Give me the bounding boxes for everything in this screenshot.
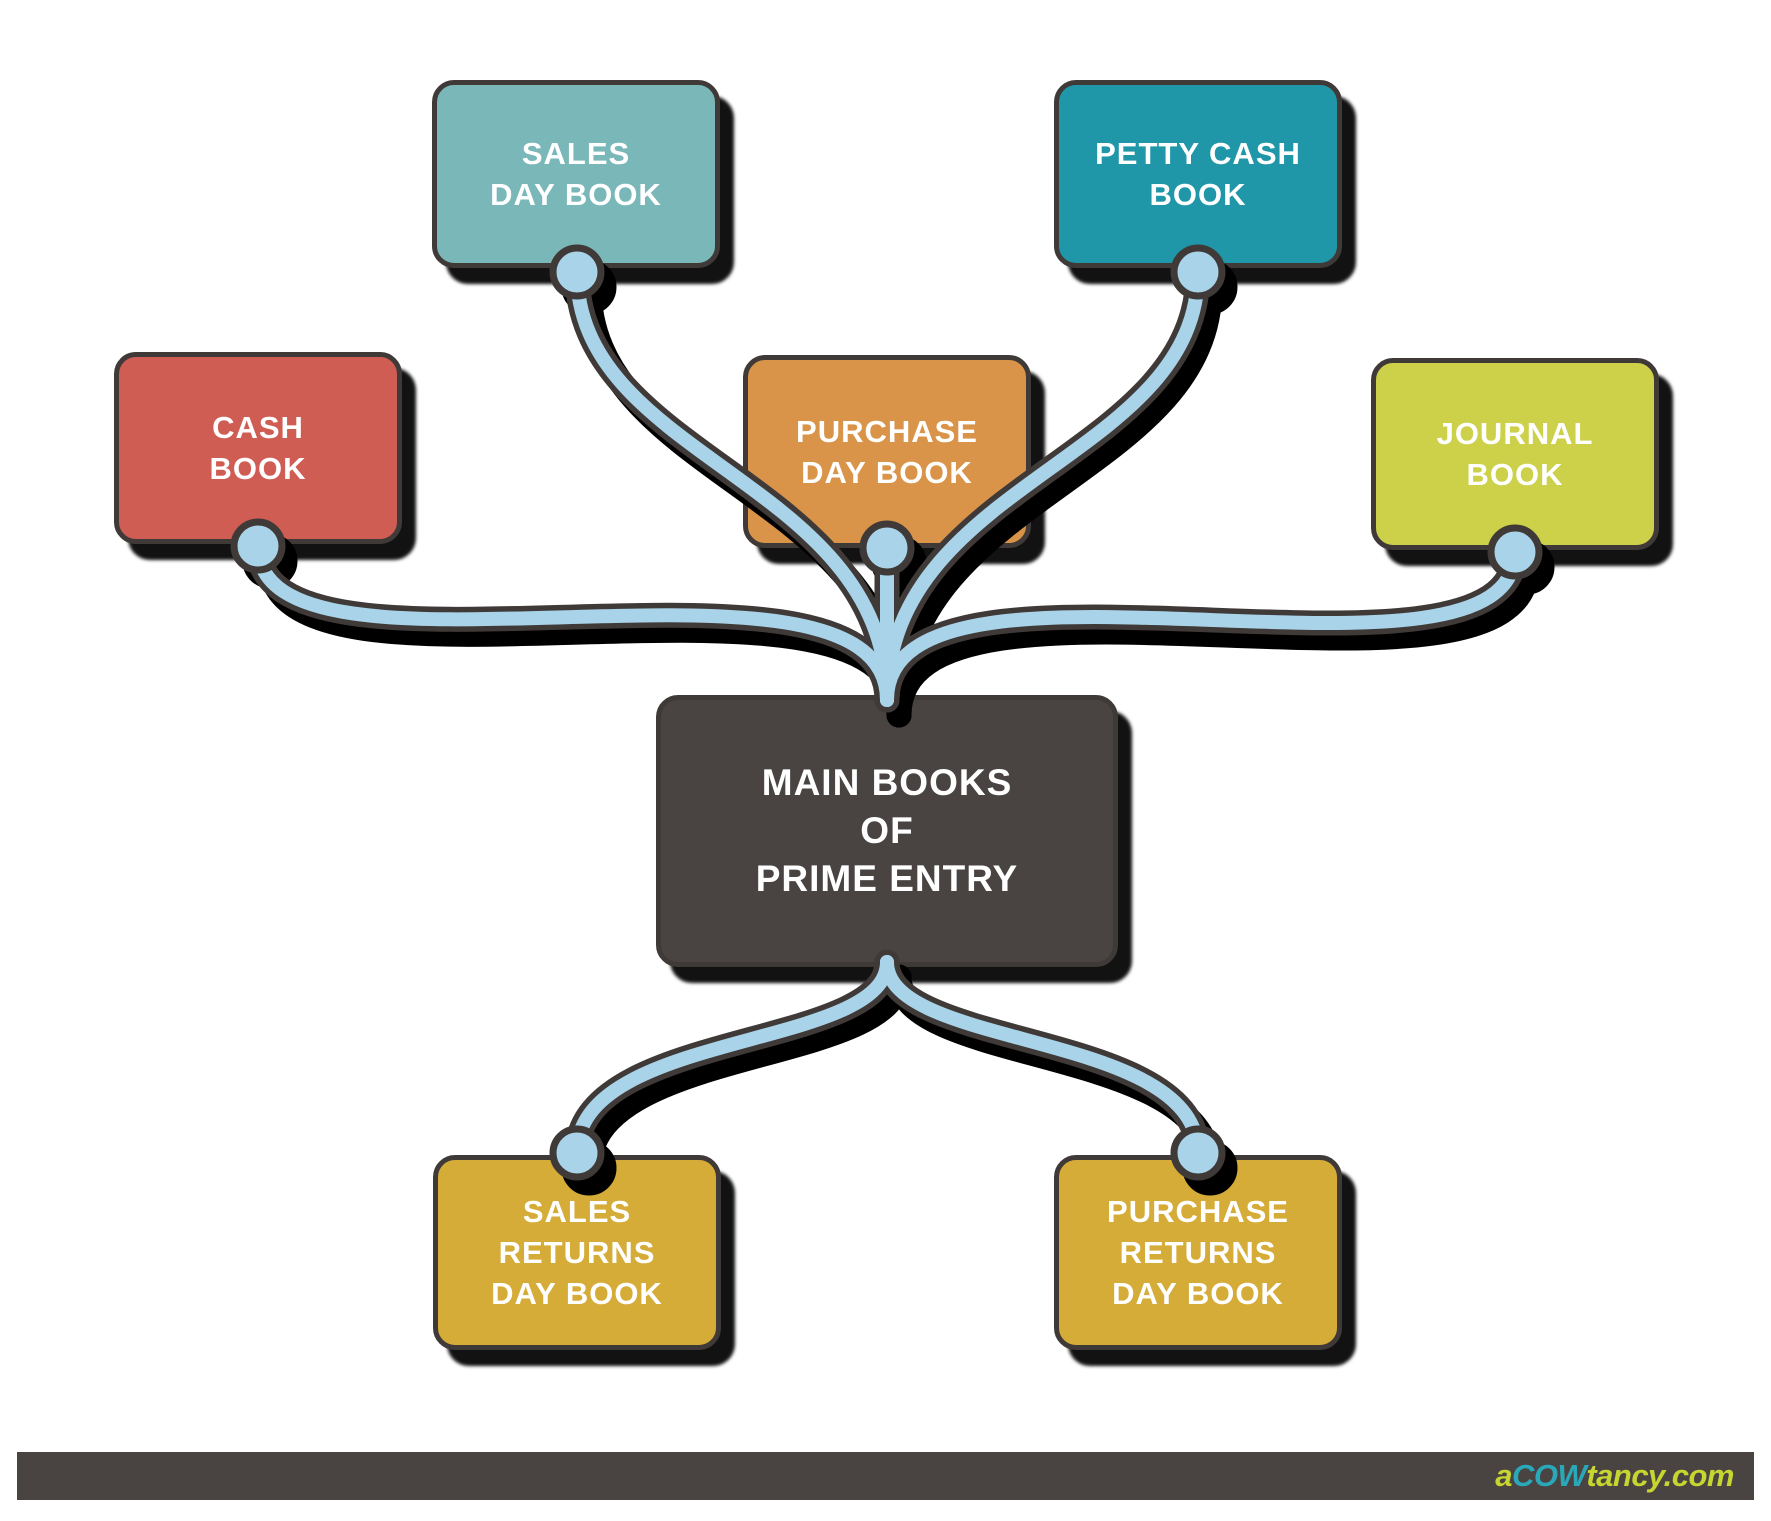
node-label-line: SALES — [522, 1194, 632, 1229]
node-label-line: JOURNAL — [1436, 416, 1594, 451]
node-petty-cash-book: PETTY CASH BOOK — [1054, 80, 1342, 268]
node-purchase-returns-day-book: PURCHASE RETURNS DAY BOOK — [1054, 1155, 1342, 1350]
node-label-line: CASH — [212, 410, 304, 445]
node-cash-book: CASH BOOK — [114, 352, 402, 544]
brand-cow: COW — [1512, 1458, 1587, 1493]
node-label-line: PURCHASE — [1107, 1194, 1289, 1229]
node-label-line: DAY BOOK — [491, 1276, 663, 1311]
footer-bar: aCOWtancy.com — [17, 1452, 1754, 1500]
node-label-line: RETURNS — [1119, 1235, 1277, 1270]
node-sales-returns-day-book: SALES RETURNS DAY BOOK — [433, 1155, 721, 1350]
node-label-line: SALES — [521, 136, 631, 171]
brand-prefix: a — [1495, 1458, 1513, 1493]
node-sales-day-book: SALES DAY BOOK — [432, 80, 720, 268]
node-label-line: BOOK — [209, 451, 307, 486]
node-label-line: PURCHASE — [796, 413, 978, 449]
node-label-line: DAY BOOK — [801, 454, 973, 490]
node-label-line: MAIN BOOKS — [761, 762, 1013, 803]
node-label-line: OF — [860, 810, 914, 851]
node-main-books-of-prime-entry: MAIN BOOKS OF PRIME ENTRY — [656, 695, 1118, 967]
node-label-line: PETTY CASH — [1095, 136, 1301, 171]
node-label-line: RETURNS — [498, 1235, 656, 1270]
node-label-line: DAY BOOK — [490, 177, 662, 212]
node-label-line: BOOK — [1466, 457, 1564, 492]
brand-suffix: tancy.com — [1586, 1458, 1734, 1493]
node-label-line: DAY BOOK — [1112, 1276, 1284, 1311]
node-label-line: BOOK — [1149, 177, 1247, 212]
node-journal-book: JOURNAL BOOK — [1371, 358, 1659, 550]
brand-logo: aCOWtancy.com — [1495, 1458, 1734, 1494]
node-purchase-day-book: PURCHASE DAY BOOK — [743, 355, 1031, 548]
node-label-line: PRIME ENTRY — [755, 858, 1019, 899]
